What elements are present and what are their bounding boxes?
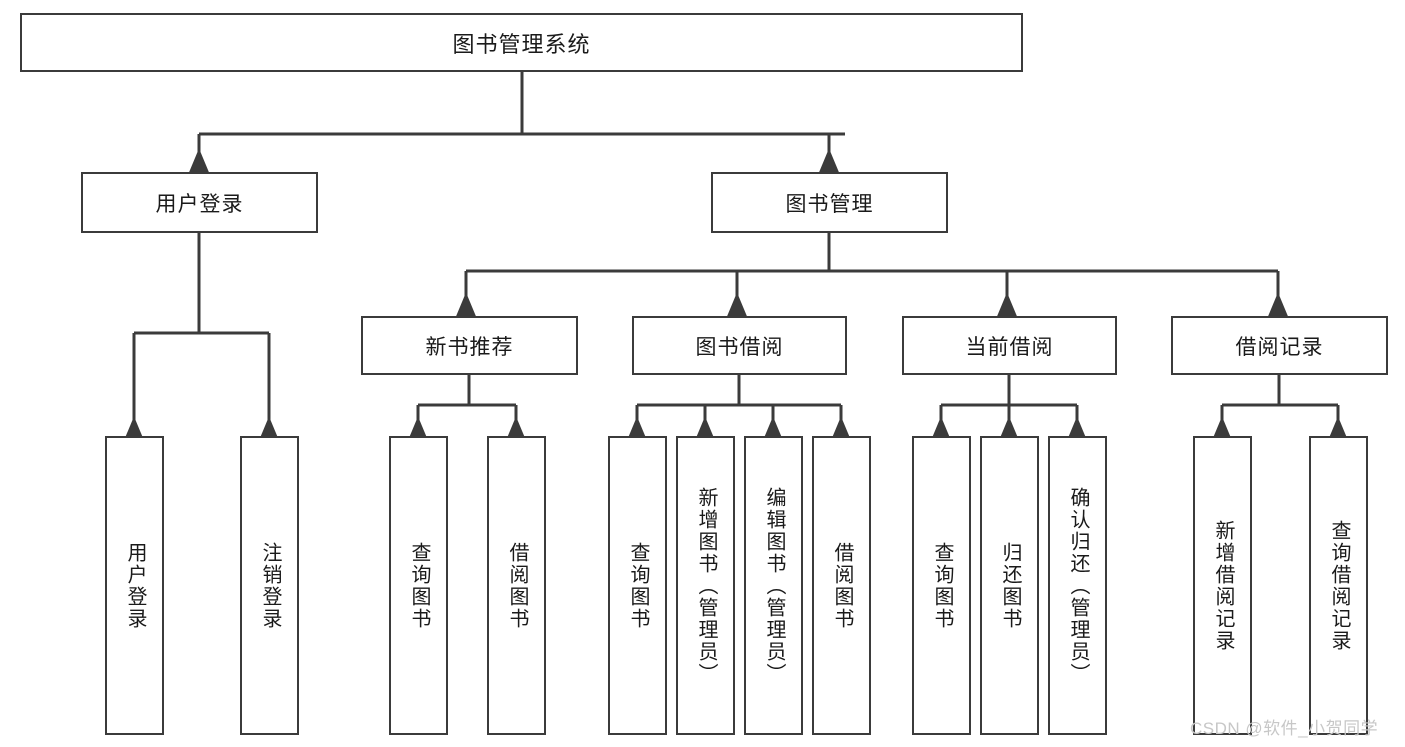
node-label: 借阅图书: [831, 541, 853, 630]
node-user-login[interactable]: 用户登录: [81, 172, 318, 233]
leaf-confirm-return-admin[interactable]: 确认归还（管理员）: [1048, 436, 1107, 735]
node-label: 新增图书（管理员）: [695, 486, 717, 685]
node-label: 归还图书: [999, 541, 1021, 630]
node-new-book-recommend[interactable]: 新书推荐: [361, 316, 578, 375]
leaf-return-book[interactable]: 归还图书: [980, 436, 1039, 735]
node-label: 查询借阅记录: [1328, 519, 1350, 652]
node-label: 当前借阅: [965, 335, 1054, 359]
node-label: 新书推荐: [425, 335, 514, 359]
leaf-query-book-current[interactable]: 查询图书: [912, 436, 971, 735]
node-current-borrow[interactable]: 当前借阅: [902, 316, 1117, 375]
leaf-borrow-book-recommend[interactable]: 借阅图书: [487, 436, 546, 735]
node-label: 查询图书: [931, 541, 953, 630]
node-borrow-records[interactable]: 借阅记录: [1171, 316, 1388, 375]
leaf-logout[interactable]: 注销登录: [240, 436, 299, 735]
leaf-user-login[interactable]: 用户登录: [105, 436, 164, 735]
leaf-add-borrow-record[interactable]: 新增借阅记录: [1193, 436, 1252, 735]
leaf-query-book-borrow[interactable]: 查询图书: [608, 436, 667, 735]
node-label: 查询图书: [627, 541, 649, 630]
node-label: 查询图书: [408, 541, 430, 630]
node-label: 用户登录: [124, 541, 146, 630]
node-book-management[interactable]: 图书管理: [711, 172, 948, 233]
node-label: 借阅图书: [506, 541, 528, 630]
node-root-system[interactable]: 图书管理系统: [20, 13, 1023, 72]
watermark: CSDN @软件_小贺同学: [1190, 719, 1379, 738]
leaf-add-book-admin[interactable]: 新增图书（管理员）: [676, 436, 735, 735]
node-book-borrow[interactable]: 图书借阅: [632, 316, 847, 375]
leaf-query-borrow-record[interactable]: 查询借阅记录: [1309, 436, 1368, 735]
leaf-edit-book-admin[interactable]: 编辑图书（管理员）: [744, 436, 803, 735]
node-label: 用户登录: [155, 192, 244, 216]
node-label: 确认归还（管理员）: [1067, 486, 1089, 685]
leaf-query-book-recommend[interactable]: 查询图书: [389, 436, 448, 735]
leaf-borrow-book[interactable]: 借阅图书: [812, 436, 871, 735]
node-label: 注销登录: [259, 541, 281, 630]
node-label: 图书管理: [785, 192, 874, 216]
node-label: 图书借阅: [695, 335, 784, 359]
node-label: 借阅记录: [1235, 335, 1324, 359]
node-label: 图书管理系统: [452, 31, 591, 57]
node-label: 新增借阅记录: [1212, 519, 1234, 652]
node-label: 编辑图书（管理员）: [763, 486, 785, 685]
